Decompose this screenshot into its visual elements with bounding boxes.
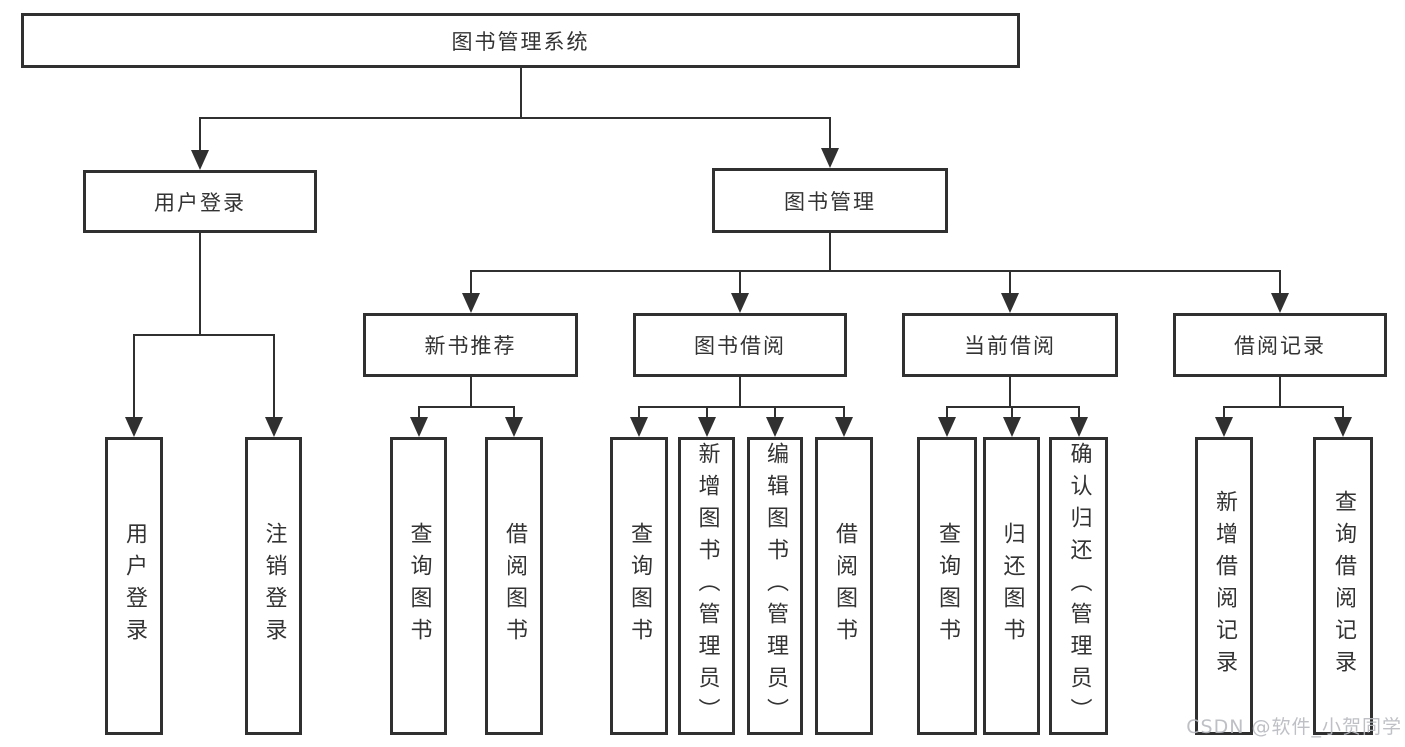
connector-line — [272, 335, 275, 421]
node-label: 图书管理系统 — [451, 29, 590, 54]
node-book-borrow: 图书借阅 — [633, 313, 847, 377]
connector-line — [946, 406, 1080, 408]
arrowhead-down-icon — [409, 417, 428, 437]
node-leaf-bb-query-book: 查询图书 — [610, 437, 668, 735]
connector-line — [417, 406, 515, 408]
connector-line — [1077, 407, 1080, 421]
arrowhead-down-icon — [1271, 293, 1289, 313]
arrowhead-down-icon — [1069, 417, 1088, 437]
node-leaf-nbr-query-book: 查询图书 — [390, 437, 447, 735]
arrowhead-down-icon — [1334, 417, 1352, 437]
connector-line — [739, 377, 741, 407]
connector-line — [469, 270, 1281, 272]
node-current-borrow: 当前借阅 — [902, 313, 1118, 377]
node-label: 借阅图书 — [832, 522, 857, 650]
connector-line — [946, 407, 948, 421]
arrowhead-down-icon — [731, 293, 749, 313]
connector-line — [417, 407, 420, 421]
connector-line — [469, 377, 472, 407]
connector-line — [1223, 407, 1225, 421]
connector-line — [1010, 407, 1013, 421]
arrowhead-down-icon — [1215, 417, 1233, 437]
node-label: 当前借阅 — [964, 334, 1056, 358]
arrowhead-down-icon — [1001, 293, 1019, 313]
csdn-watermark: CSDN @软件_小贺同学 — [1186, 716, 1402, 738]
node-label: 查询图书 — [935, 522, 960, 650]
node-label: 借阅图书 — [502, 522, 527, 650]
connector-line — [133, 335, 135, 421]
node-label: 查询借阅记录 — [1331, 490, 1356, 682]
node-label: 图书管理 — [784, 189, 876, 214]
node-new-book-recommend: 新书推荐 — [363, 313, 578, 377]
connector-line — [638, 407, 640, 421]
node-label: 新增借阅记录 — [1212, 490, 1237, 682]
arrowhead-down-icon — [835, 417, 853, 437]
node-leaf-nbr-borrow-book: 借阅图书 — [485, 437, 543, 735]
arrowhead-down-icon — [125, 417, 143, 437]
arrowhead-down-icon — [264, 417, 283, 437]
arrowhead-down-icon — [630, 417, 648, 437]
arrowhead-down-icon — [938, 417, 956, 437]
node-leaf-br-add-record: 新增借阅记录 — [1195, 437, 1253, 735]
node-leaf-bb-borrow-book: 借阅图书 — [815, 437, 873, 735]
node-label: 图书借阅 — [694, 334, 786, 358]
node-borrow-records: 借阅记录 — [1173, 313, 1387, 377]
arrowhead-down-icon — [1002, 417, 1021, 437]
connector-line — [774, 407, 776, 421]
connector-line — [829, 233, 831, 271]
connector-line — [1279, 271, 1281, 297]
node-user-login: 用户登录 — [83, 170, 317, 233]
arrowhead-down-icon — [461, 293, 480, 313]
arrowhead-down-icon — [821, 148, 839, 168]
connector-line — [519, 68, 522, 118]
connector-line — [199, 233, 201, 335]
node-leaf-cb-query-book: 查询图书 — [917, 437, 977, 735]
arrowhead-down-icon — [697, 417, 716, 437]
node-label: 新增图书（管理员） — [694, 442, 720, 730]
connector-line — [638, 406, 845, 408]
arrowhead-down-icon — [766, 417, 784, 437]
connector-line — [133, 334, 275, 336]
arrowhead-down-icon — [191, 150, 209, 170]
node-label: 借阅记录 — [1234, 334, 1326, 358]
connector-line — [1279, 377, 1281, 407]
node-label: 注销登录 — [261, 522, 287, 650]
connector-line — [469, 271, 472, 297]
connector-line — [739, 271, 741, 297]
connector-line — [705, 407, 708, 421]
node-root: 图书管理系统 — [21, 13, 1020, 68]
connector-line — [1223, 406, 1344, 408]
node-leaf-logout-login: 注销登录 — [245, 437, 302, 735]
node-book-management: 图书管理 — [712, 168, 948, 233]
node-label: 用户登录 — [122, 522, 147, 650]
node-label: 查询图书 — [406, 522, 432, 650]
connector-line — [1342, 407, 1344, 421]
connector-line — [199, 118, 201, 154]
node-leaf-bb-add-book: 新增图书（管理员） — [678, 437, 735, 735]
node-label: 新书推荐 — [424, 334, 517, 358]
connector-line — [199, 117, 831, 119]
connector-line — [513, 407, 515, 421]
arrowhead-down-icon — [505, 417, 523, 437]
node-leaf-user-login: 用户登录 — [105, 437, 163, 735]
node-label: 查询图书 — [627, 522, 652, 650]
node-leaf-bb-edit-book: 编辑图书（管理员） — [747, 437, 803, 735]
connector-line — [1009, 377, 1011, 407]
connector-line — [1009, 271, 1011, 297]
node-label: 确认归还（管理员） — [1066, 442, 1092, 730]
connector-line — [843, 407, 845, 421]
node-label: 用户登录 — [154, 190, 246, 215]
node-label: 编辑图书（管理员） — [763, 442, 788, 730]
node-leaf-cb-return-book: 归还图书 — [983, 437, 1040, 735]
node-leaf-br-query-record: 查询借阅记录 — [1313, 437, 1373, 735]
node-label: 归还图书 — [999, 522, 1025, 650]
node-leaf-cb-confirm-return: 确认归还（管理员） — [1049, 437, 1108, 735]
connector-line — [829, 118, 831, 152]
